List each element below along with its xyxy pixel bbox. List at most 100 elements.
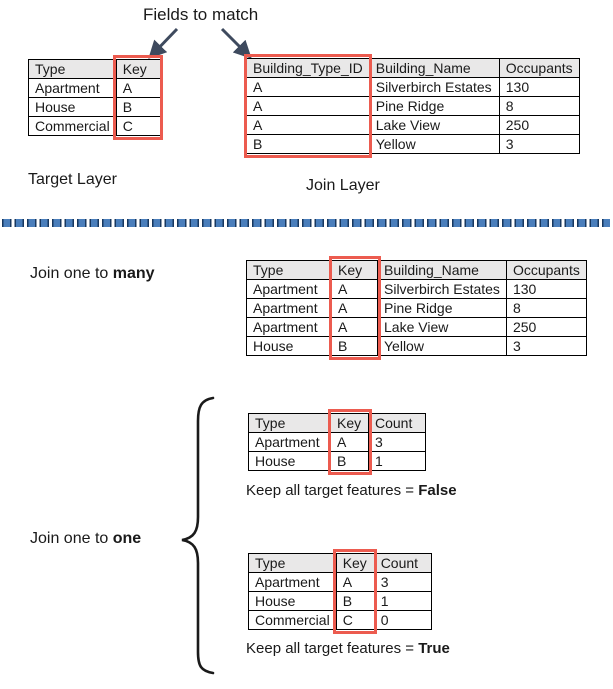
column-header: Type — [28, 59, 117, 79]
column-header: Count — [368, 413, 426, 433]
join-one-to-one-label-bold: one — [112, 530, 142, 547]
target-layer-label: Target Layer — [28, 171, 117, 188]
table-cell: 8 — [498, 96, 580, 116]
table-cell: Apartment — [28, 78, 117, 98]
table-cell: Apartment — [246, 298, 332, 318]
table-cell: A — [115, 78, 161, 98]
table-cell: B — [330, 451, 369, 471]
table-cell: House — [248, 451, 331, 471]
join-one-to-one-label-text: Join one to — [30, 530, 113, 547]
curly-brace-icon — [181, 396, 215, 675]
table-cell: A — [331, 279, 378, 299]
join-one-to-many-label-bold: many — [112, 265, 155, 282]
table-cell: House — [248, 591, 337, 611]
table-cell: 3 — [498, 134, 580, 154]
join-one-to-one-label: Join one to one — [30, 530, 141, 548]
column-header: Building_Name — [368, 58, 500, 78]
table-cell: Apartment — [248, 572, 337, 592]
keep-false-caption-text: Keep all target features = — [246, 482, 419, 499]
table-cell: Pine Ridge — [377, 298, 507, 318]
column-header: Key — [115, 59, 161, 79]
table-cell: 130 — [498, 77, 580, 97]
keep-true-caption-text: Keep all target features = — [246, 640, 419, 657]
table-cell: 8 — [505, 298, 587, 318]
table-cell: Commercial — [248, 610, 337, 630]
table-cell: 3 — [368, 432, 426, 452]
column-header: Key — [331, 260, 378, 280]
join-one-to-many-label-text: Join one to — [30, 265, 113, 282]
table-cell: Silverbirch Estates — [368, 77, 500, 97]
column-header: Key — [330, 413, 369, 433]
table-cell: 1 — [373, 591, 432, 611]
table-cell: House — [246, 336, 332, 356]
table-cell: Apartment — [248, 432, 331, 452]
table-cell: B — [115, 97, 161, 117]
table-cell: B — [331, 336, 378, 356]
table-cell: Commercial — [28, 116, 117, 136]
table-cell: C — [115, 116, 161, 136]
table-cell: Apartment — [246, 317, 332, 337]
keep-false-caption-bold: False — [418, 482, 457, 499]
table-cell: 0 — [373, 610, 432, 630]
keep-true-caption: Keep all target features = True — [246, 640, 450, 657]
column-header: Key — [335, 553, 375, 573]
table-cell: Apartment — [246, 279, 332, 299]
table-cell: Yellow — [368, 134, 500, 154]
table-cell: Yellow — [377, 336, 507, 356]
column-header: Building_Type_ID — [246, 58, 370, 78]
table-cell: B — [246, 134, 370, 154]
join-one-to-many-label: Join one to many — [30, 265, 155, 283]
keep-false-caption: Keep all target features = False — [246, 482, 457, 499]
fields-to-match-label: Fields to match — [143, 5, 259, 24]
table-cell: C — [335, 610, 375, 630]
column-header: Count — [373, 553, 432, 573]
table-cell: House — [28, 97, 117, 117]
keep-true-caption-bold: True — [418, 640, 450, 657]
table-cell: Pine Ridge — [368, 96, 500, 116]
table-cell: A — [246, 96, 370, 116]
section-divider — [2, 219, 610, 227]
column-header: Building_Name — [377, 260, 507, 280]
table-cell: A — [331, 298, 378, 318]
column-header: Type — [248, 413, 331, 433]
join-layer-label: Join Layer — [306, 177, 380, 194]
table-cell: A — [331, 317, 378, 337]
table-cell: Lake View — [368, 115, 500, 135]
table-cell: 1 — [368, 451, 426, 471]
table-cell: Silverbirch Estates — [377, 279, 507, 299]
column-header: Occupants — [498, 58, 580, 78]
table-cell: A — [246, 77, 370, 97]
table-cell: 250 — [498, 115, 580, 135]
table-cell: A — [335, 572, 375, 592]
table-cell: 250 — [505, 317, 587, 337]
column-header: Occupants — [505, 260, 587, 280]
table-cell: 3 — [505, 336, 587, 356]
column-header: Type — [248, 553, 337, 573]
table-cell: A — [246, 115, 370, 135]
table-cell: A — [330, 432, 369, 452]
column-header: Type — [246, 260, 332, 280]
